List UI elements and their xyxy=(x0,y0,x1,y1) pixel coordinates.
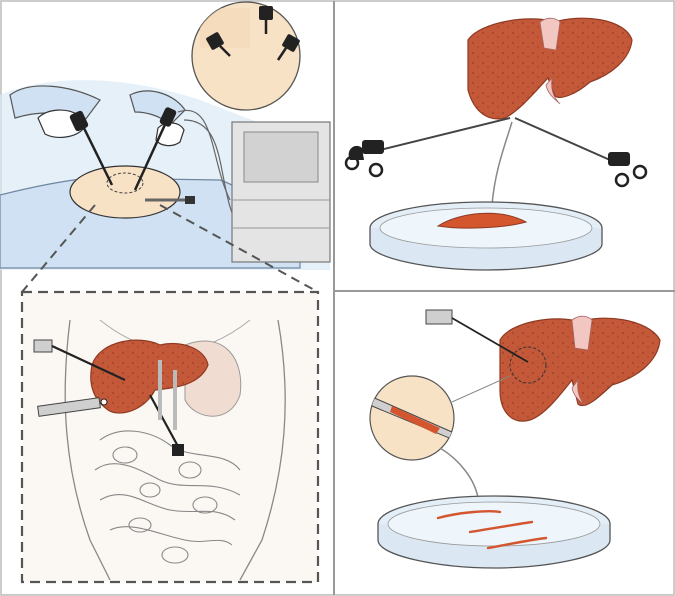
wedge-grasper-left xyxy=(379,117,511,151)
transfer-arrow xyxy=(491,121,513,206)
wedge-grasper-right xyxy=(514,117,611,161)
grasper-handle-icon xyxy=(608,152,648,188)
magnified-needle-view xyxy=(369,375,455,461)
trocar-port-icon xyxy=(276,34,300,61)
liver-outline-marker xyxy=(106,172,144,194)
laparoscopy-tower-icon xyxy=(231,121,331,263)
magnified-trocar-view xyxy=(191,1,301,111)
inset-instruments xyxy=(33,339,184,456)
falciform-ligament xyxy=(539,17,561,51)
transfer-arrow-2 xyxy=(439,447,479,499)
petri-dish-2 xyxy=(377,495,611,569)
panel-needle-core-biopsy xyxy=(369,309,661,569)
liver-inset xyxy=(90,339,209,414)
camera-cable xyxy=(177,109,231,201)
internal-view-inset xyxy=(20,290,320,584)
trocar-port-icon xyxy=(206,32,231,57)
surgeon-sleeve-left xyxy=(9,85,101,121)
laparoscopic-grasper xyxy=(78,119,114,186)
panel-laparoscopic-wedge-biopsy xyxy=(344,17,648,271)
needle-hub-icon xyxy=(185,196,195,204)
panel-laparoscopic-setup xyxy=(0,1,331,584)
trocar-port-icon xyxy=(259,6,273,34)
falciform-ligament-2 xyxy=(571,315,593,351)
round-ligament-2 xyxy=(571,378,587,407)
zoom-line-left xyxy=(21,204,96,293)
round-ligament xyxy=(545,76,561,105)
petri-dish xyxy=(369,201,603,271)
exposed-abdomen xyxy=(69,165,181,219)
grasper-handle-icon xyxy=(344,140,384,178)
laparoscope xyxy=(133,117,170,191)
intestines xyxy=(94,430,241,564)
needle-hub-icon xyxy=(425,309,453,325)
core-biopsy-needle xyxy=(451,317,529,363)
callout-line xyxy=(451,375,511,403)
biopsy-target-marker xyxy=(509,346,547,384)
grasper-tip-icon xyxy=(172,444,184,456)
wedge-specimen xyxy=(436,212,528,229)
laparoscope-camera-icon xyxy=(159,107,177,127)
zoom-line-right xyxy=(159,204,319,293)
core-specimens xyxy=(436,510,548,550)
grasper-handle-icon xyxy=(69,110,89,132)
